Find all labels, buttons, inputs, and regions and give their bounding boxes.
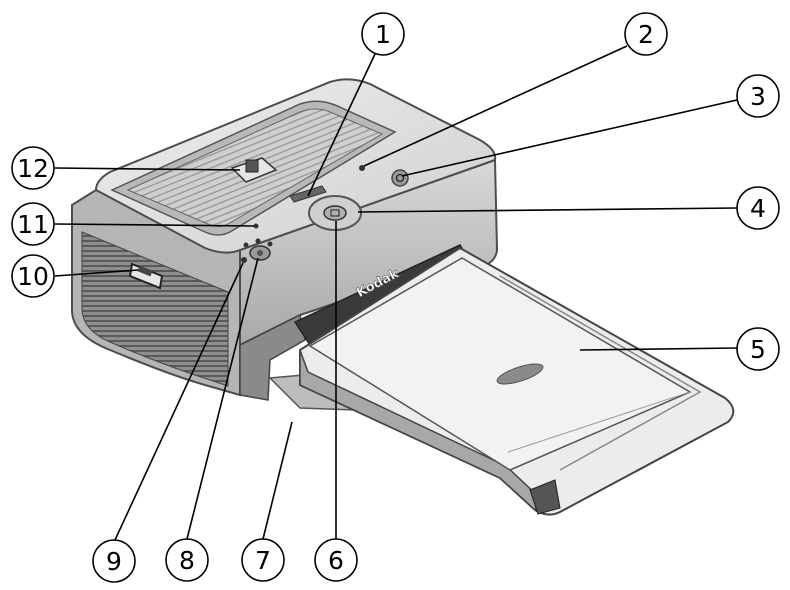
camera-connector-light: [253, 223, 259, 229]
svg-text:2: 2: [638, 20, 654, 49]
paper-tray[interactable]: [299, 246, 735, 516]
status-light: [359, 165, 365, 171]
svg-text:6: 6: [328, 546, 344, 575]
paper-tray-rail: [499, 275, 702, 471]
svg-text:3: 3: [750, 82, 766, 111]
svg-text:11: 11: [17, 210, 49, 239]
print-light-indicator: [255, 238, 261, 244]
svg-text:7: 7: [255, 546, 271, 575]
leader-line-8: [186, 257, 259, 540]
leader-line-1: [307, 53, 376, 197]
leader-line-12: [54, 167, 241, 171]
paper-tray-latch: [529, 479, 561, 515]
printer-body: Kodak: [71, 78, 499, 411]
leader-line-5: [579, 347, 738, 351]
leader-line-2: [363, 45, 628, 167]
paper-tray-handle: [496, 363, 544, 385]
leader-lines: [54, 45, 738, 541]
callout-4: 4: [736, 186, 780, 230]
callout-9: 9: [92, 539, 136, 583]
callout-11: 11: [11, 202, 55, 246]
leader-line-10: [54, 269, 139, 277]
paper-tray-rail: [507, 391, 691, 453]
leader-line-4: [357, 207, 738, 213]
print-light-indicator: [243, 242, 249, 248]
print-light: [241, 257, 247, 263]
svg-text:8: 8: [179, 546, 195, 575]
leader-line-7: [262, 421, 293, 540]
svg-text:10: 10: [17, 262, 49, 291]
callout-2: 2: [624, 12, 668, 56]
svg-text:12: 12: [17, 154, 49, 183]
callout-7: 7: [241, 538, 285, 582]
callout-12: 12: [11, 146, 55, 190]
svg-text:4: 4: [750, 194, 766, 223]
leader-line-3: [401, 99, 738, 177]
speaker-grille: [81, 231, 229, 387]
callout-1: 1: [361, 12, 405, 56]
ok-button[interactable]: [323, 205, 347, 221]
leader-line-9: [114, 262, 244, 541]
callout-6: 6: [314, 538, 358, 582]
camera-insert[interactable]: [230, 157, 278, 183]
callout-5: 5: [736, 327, 780, 371]
print-light-indicator: [267, 241, 273, 247]
power-button[interactable]: [391, 169, 409, 187]
leader-line-11: [54, 223, 255, 227]
callout-8: 8: [165, 538, 209, 582]
front-lower-band: [239, 313, 306, 401]
callout-10: 10: [11, 254, 55, 298]
svg-text:1: 1: [375, 20, 391, 49]
svg-text:9: 9: [106, 547, 122, 576]
svg-text:5: 5: [750, 335, 766, 364]
print-button[interactable]: [249, 245, 271, 261]
callout-3: 3: [736, 74, 780, 118]
